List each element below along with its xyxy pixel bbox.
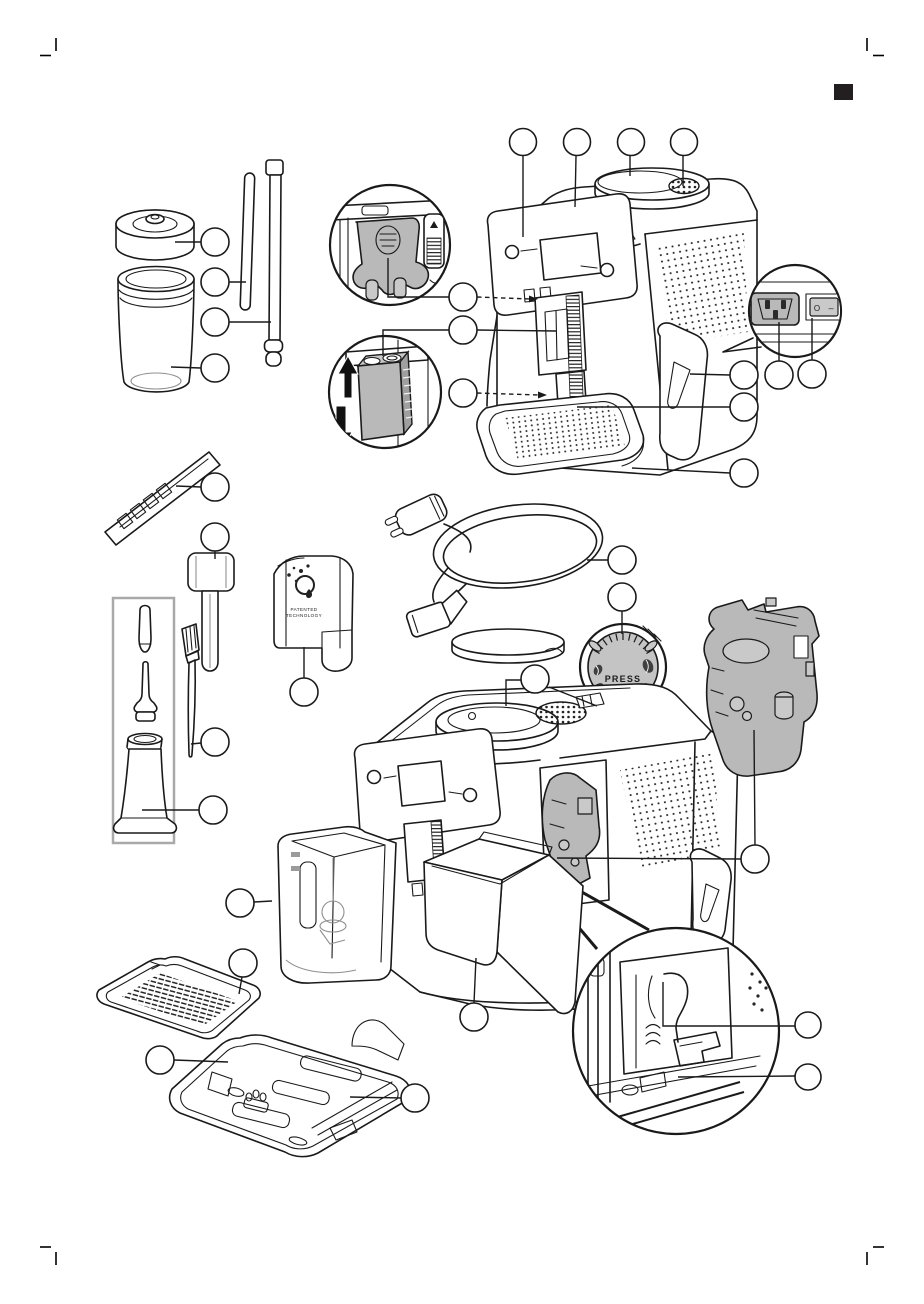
leader-milk-container [170,366,202,369]
callout-power-socket [764,360,794,390]
drip-tray-illustration [168,1019,412,1158]
callout-rear-bean-hopper [520,664,550,694]
callout-layer [142,127,827,1113]
callout-milk-container-lid [200,227,230,257]
callout-drip-tray [400,1083,430,1113]
inset-adjustable-spout [327,334,443,450]
press-label: PRESS [605,674,642,684]
tray-grate-support [243,1089,269,1113]
knob-tick-marks [593,633,653,655]
callout-water-tank [225,888,255,918]
callout-milk-spout-tube [200,267,230,297]
callout-grinder-adjustment-knob [607,582,637,612]
callout-cleaning-brush [200,727,230,757]
callout-drip-tray-cover [228,948,258,978]
filter-logo-icon [287,564,315,599]
leader-internal-cappuccinatore [476,296,531,300]
drip-tray-cover-illustration [96,955,261,1040]
callout-milk-container [200,353,230,383]
leader-drip-tray-base-edge [631,467,731,474]
inset-power-panel: O – [722,263,843,359]
leader-top-lid [574,155,577,208]
leader-drip-tray-full-indicator [173,1059,229,1063]
leader-rear-bean-hopper [505,679,521,706]
callout-brew-group-compartment-guide [794,1063,822,1091]
power-cord-illustration [384,493,604,638]
milk-spout-tube-illustration [239,172,256,311]
leader-drip-tray-cover [238,976,243,995]
callout-internal-cappuccinatore [448,282,478,312]
leader-adjustable-dispensing-spout [382,329,449,356]
callout-brew-group-compartment-duct [794,1011,822,1039]
leader-coffee-grounds-container [473,957,477,1004]
leader-brew-group-compartment-duct [662,982,795,1027]
milk-suction-tube-illustration [263,159,284,367]
callout-power-cord [607,545,637,575]
leader-arrowhead [529,295,538,303]
inset-compartment [571,926,781,1136]
callout-bean-hopper-lid [616,127,646,157]
brew-group-illustration [703,597,820,777]
callout-control-panel [508,127,538,157]
callout-milk-frother-parts [198,795,228,825]
grease-tube-illustration [187,552,235,672]
machine-front-illustration [476,167,758,476]
section-marker [834,84,853,100]
callout-power-switch [797,359,827,389]
callout-milk-suction-tube [200,307,230,337]
water-tank-illustration [277,825,397,984]
aquaclean-filter-illustration: PATENTED TECHNOLOGY [273,555,354,672]
callout-adjustable-dispensing-spout [448,315,478,345]
callout-bean-hopper [669,127,699,157]
crop-marks [40,38,884,1265]
power-socket-icon [750,292,800,326]
callout-drip-tray-full-indicator [145,1045,175,1075]
hopper-lid-illustration [451,628,565,664]
leader-main-body [689,373,731,376]
vent-dots [748,972,768,1012]
leader-water-tank [253,900,273,903]
milk-container-illustration [117,265,195,393]
callout-top-lid [562,127,592,157]
callout-brew-group [740,844,770,874]
switch-on-label: – [828,303,833,313]
leader-brew-group [556,857,742,860]
callout-grease-tube [200,522,230,552]
grounds-container-illustration [423,831,584,1015]
frother-parts-box [111,596,178,845]
callout-drip-tray-base-edge [729,458,759,488]
callout-main-body [729,360,759,390]
leader-drip-tray [349,1096,402,1099]
leader-arrowhead [538,391,547,399]
leader-cup-tray-front [476,392,540,396]
milk-container-lid-illustration [115,209,195,261]
callout-aquaclean-filter [289,677,319,707]
callout-cup-tray-front [448,378,478,408]
inset-internal-cappuccinatore [328,183,452,307]
callout-drip-tray-front [729,392,759,422]
leader-rear-bean-hopper [548,686,598,707]
cleaning-brush-illustration [181,623,200,758]
leader-water-hardness-test-strip [175,485,202,488]
leader-brew-group-compartment-guide [677,1075,796,1078]
callout-water-hardness-test-strip [200,472,230,502]
leader-brew-group [753,729,756,846]
switch-off-label: O [814,304,820,313]
filter-label-line1: PATENTED [290,607,317,612]
test-strip-illustration [104,451,221,546]
filter-label-line2: TECHNOLOGY [286,613,322,618]
leader-cleaning-brush [190,742,202,745]
leader-adjustable-dispensing-spout [476,329,557,332]
callout-coffee-grounds-container [459,1002,489,1032]
leader-internal-cappuccinatore [387,258,449,298]
